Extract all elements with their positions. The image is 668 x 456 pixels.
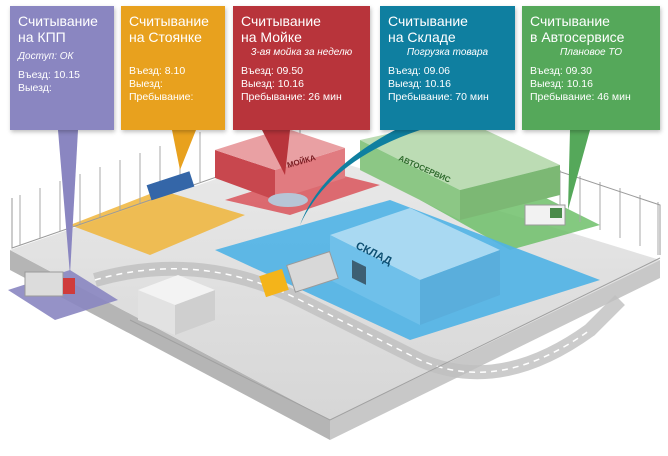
pointer-parking	[172, 130, 196, 170]
callout-checkpoint-entry: Въезд: 10.15	[18, 69, 80, 81]
fence-right	[539, 164, 661, 255]
callout-parking-entry: Въезд: 8.10	[129, 65, 186, 77]
callout-service-title-1: Считывание	[530, 13, 610, 29]
wash-building-side	[275, 148, 345, 200]
fence-posts	[19, 132, 659, 255]
callout-parking-exit: Выезд:	[129, 78, 163, 90]
service-building-side	[460, 165, 560, 220]
callout-service-entry: Въезд: 09.30	[530, 65, 592, 77]
warehouse-building-front	[330, 235, 420, 325]
callout-warehouse-title-2: на Складе	[388, 29, 456, 45]
callout-warehouse-title-1: Считывание	[388, 13, 468, 29]
callout-service-subtitle: Плановое ТО	[559, 47, 623, 58]
van-service	[524, 204, 566, 226]
callout-warehouse-exit: Выезд: 10.16	[388, 78, 451, 90]
callout-wash-entry: Въезд: 09.50	[241, 65, 303, 77]
ground-slab-side-right	[330, 260, 660, 440]
callout-service-title-2: в Автосервисе	[530, 29, 625, 45]
parking-zone	[70, 190, 245, 255]
callout-service: Считывание в Автосервисе Плановое ТО Въе…	[522, 6, 660, 130]
warehouse-doors	[352, 259, 366, 285]
callout-wash-title-1: Считывание	[241, 13, 321, 29]
wash-building-front	[215, 150, 275, 200]
pointer-service	[568, 130, 590, 210]
callout-warehouse: Считывание на Складе Погрузка товара Въе…	[380, 6, 515, 130]
callout-checkpoint-title-1: Считывание	[18, 13, 98, 29]
callout-wash-subtitle: 3-ая мойка за неделю	[250, 47, 353, 58]
callout-checkpoint-exit: Выезд:	[18, 82, 52, 94]
car-wash	[268, 193, 308, 207]
callout-warehouse-entry: Въезд: 09.06	[388, 65, 450, 77]
callout-parking-title-1: Считывание	[129, 13, 209, 29]
callout-service-exit: Выезд: 10.16	[530, 78, 593, 90]
callout-checkpoint-subtitle: Доступ: ОК	[18, 51, 74, 62]
wash-zone	[225, 170, 380, 215]
pointer-wash	[262, 130, 290, 175]
callout-wash-exit: Выезд: 10.16	[241, 78, 304, 90]
callout-service-stay: Пребывание: 46 мин	[530, 91, 631, 103]
callout-checkpoint-title-2: на КПП	[18, 29, 66, 45]
guard-booth-roof	[138, 275, 215, 305]
pointer-kpp	[58, 130, 78, 275]
service-building-roof	[360, 118, 560, 190]
truck-checkpoint	[24, 271, 75, 297]
callout-parking: Считывание на Стоянке Въезд: 8.10 Выезд:…	[121, 6, 225, 130]
truck-warehouse	[259, 250, 339, 298]
callout-checkpoint: Считывание на КПП Доступ: ОК Въезд: 10.1…	[10, 6, 114, 130]
callout-parking-stay: Пребывание:	[129, 91, 194, 103]
callout-wash: Считывание на Мойке 3-ая мойка за неделю…	[233, 6, 370, 130]
warehouse-building-roof	[330, 208, 500, 280]
callout-wash-stay: Пребывание: 26 мин	[241, 91, 342, 103]
tow-truck	[146, 171, 195, 201]
callout-warehouse-stay: Пребывание: 70 мин	[388, 91, 489, 103]
callout-wash-title-2: на Мойке	[241, 29, 302, 45]
fence-front	[129, 257, 661, 421]
callout-parking-title-2: на Стоянке	[129, 29, 202, 45]
road-marking	[94, 268, 591, 373]
warehouse-building-side	[420, 250, 500, 325]
service-building-front	[360, 140, 460, 220]
callout-warehouse-subtitle: Погрузка товара	[406, 47, 489, 58]
